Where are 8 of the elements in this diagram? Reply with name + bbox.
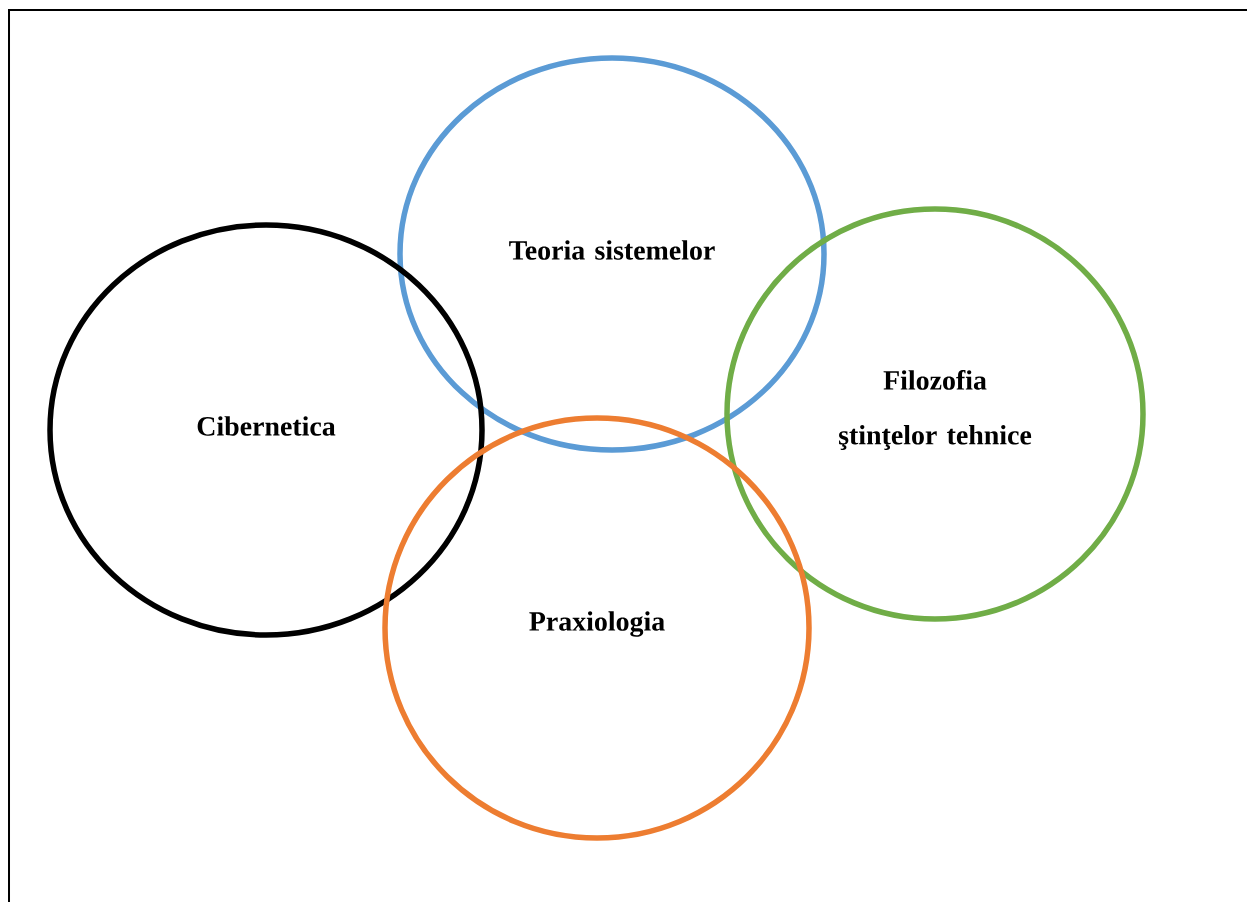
circle-label: Cibernetica <box>197 416 336 436</box>
circle-label: Teoria sistemelor <box>509 240 715 260</box>
circle <box>382 415 812 841</box>
circle <box>724 206 1146 622</box>
circle-label: Filozofia ştinţelor tehnice <box>839 369 1032 451</box>
circle <box>397 55 827 453</box>
circle-label: Praxiologia <box>529 611 665 637</box>
circle <box>47 222 485 638</box>
